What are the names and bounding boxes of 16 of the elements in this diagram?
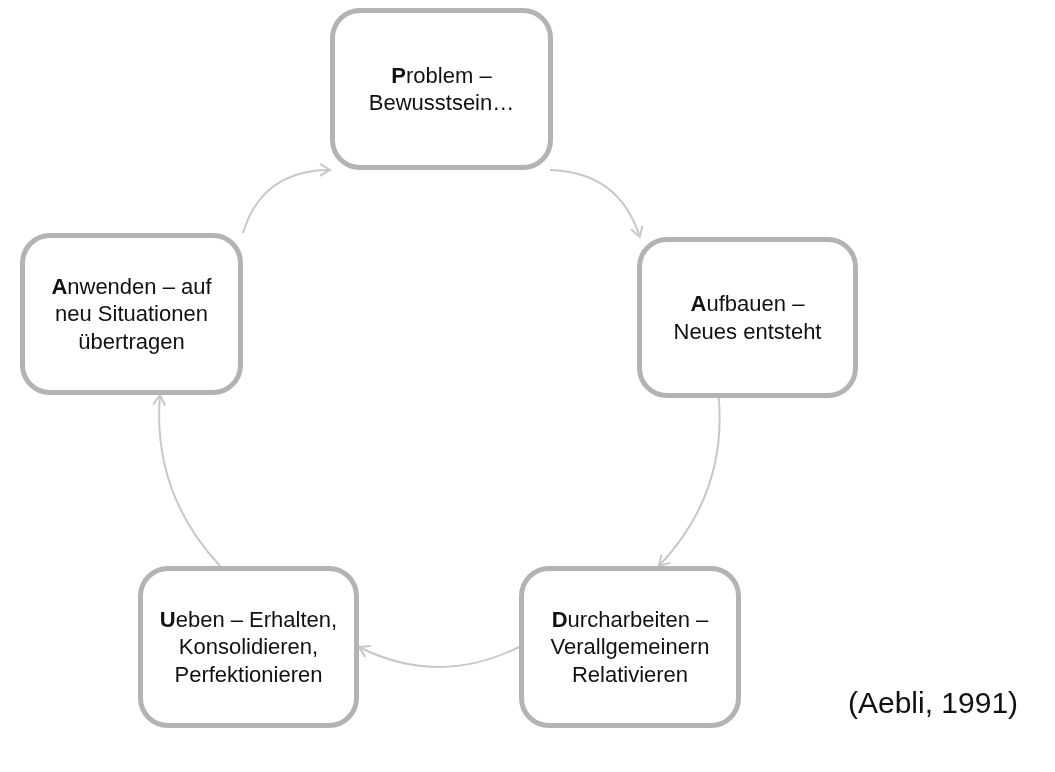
curved-arrow <box>152 394 222 567</box>
rounded-box <box>637 237 858 398</box>
step-text: Aufbauen – Neues entsteht <box>672 290 823 345</box>
rounded-box <box>138 566 359 728</box>
citation-text: (Aebli, 1991) <box>848 686 1019 720</box>
step-text: Anwenden – auf neu Situationen übertragen <box>50 272 213 356</box>
curved-arrow <box>358 644 520 668</box>
rounded-box <box>20 233 243 395</box>
step-text: Problem – Bewusstsein… <box>367 61 516 117</box>
curved-arrow <box>548 169 643 238</box>
step-text: Durcharbeiten – Verallgemeinern Relativieren <box>549 605 711 689</box>
step-text: Ueben – Erhalten, Konsolidieren, Perfektionieren <box>158 605 339 689</box>
rounded-box <box>519 566 741 728</box>
curved-arrow <box>657 397 721 567</box>
curved-arrow <box>242 163 331 235</box>
rounded-box <box>330 8 553 170</box>
